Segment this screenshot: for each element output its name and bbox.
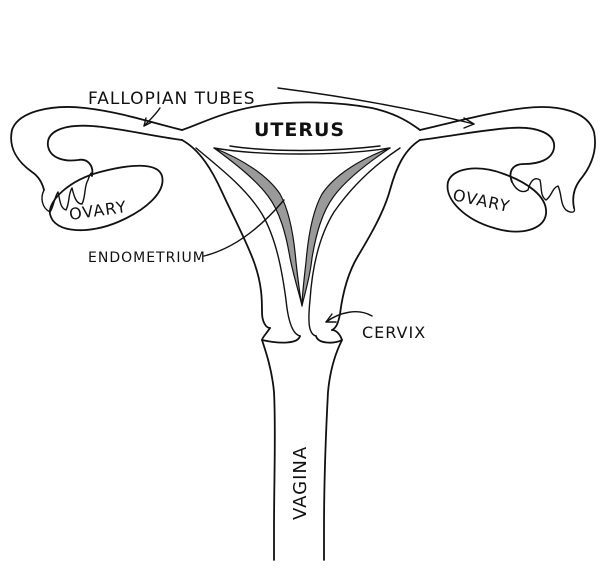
left-fallopian-tube [10,106,183,213]
cervix-arrowhead [325,313,337,323]
uterus-body [181,101,421,337]
fallopian-left-arrowhead [143,117,153,127]
fallopian-right-pointer [277,87,475,125]
left-ovary [49,164,164,232]
endometrium-pointer [203,199,285,257]
endometrium-lining [213,147,391,307]
leader-lines [143,87,475,323]
cervix-shape [261,327,343,344]
right-fallopian-tube [419,106,596,213]
fallopian-right-arrowhead [463,117,475,129]
vagina-canal [261,339,343,561]
cervix-label: CERVIX [362,323,426,342]
cervix-pointer [325,311,373,323]
fallopian-tubes-label: FALLOPIAN TUBES [88,89,256,109]
endometrium-label: ENDOMETRIUM [88,250,206,266]
uterus-label: UTERUS [254,119,345,141]
right-ovary-label: OVARY [451,185,512,216]
vagina-label: VAGINA [290,446,311,520]
right-ovary [446,167,547,233]
